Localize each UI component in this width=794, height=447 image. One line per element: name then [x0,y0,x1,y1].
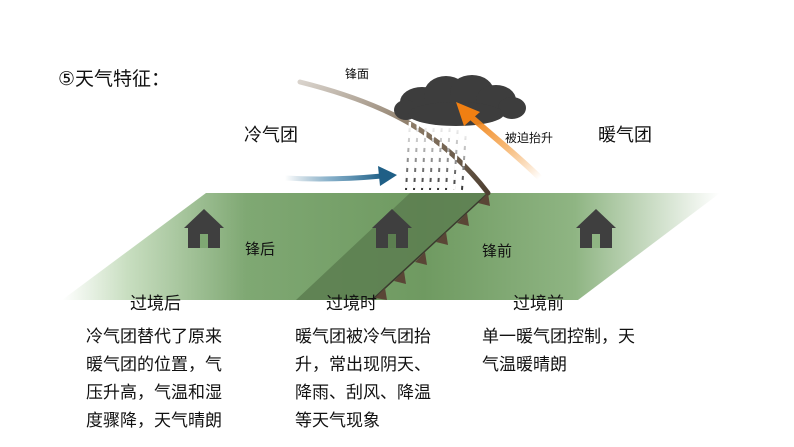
front-label: 锋面 [345,67,370,81]
rain-dash-mask [404,121,468,191]
stage-description-during: 暖气团被冷气团抬 升，常出现阴天、 降雨、刮风、降温 等天气现象 [295,323,431,435]
storm-cloud-icon [394,75,526,126]
description-line: 降雨、刮风、降温 [295,383,431,403]
description-line: 度骤降，天气晴朗 [86,411,222,431]
description-line: 升，常出现阴天、 [295,355,431,375]
description-line: 气温暖晴朗 [482,355,567,375]
cold-air-mass-label: 冷气团 [244,125,298,146]
ground-front-line [371,192,489,301]
description-line: 冷气团替代了原来 [86,327,222,347]
stage-description-before: 单一暖气团控制，天 气温暖晴朗 [482,323,635,379]
description-line: 暖气团被冷气团抬 [295,327,431,347]
description-line: 单一暖气团控制，天 [482,327,635,347]
behind-front-label: 锋后 [245,240,276,258]
warm-air-arrow-icon [456,102,543,181]
stage-description-after: 冷气团替代了原来 暖气团的位置，气 压升高，气温和湿 度骤降，天气晴朗 [86,323,222,435]
warm-air-mass-label: 暖气团 [598,125,652,146]
stage-title-before: 过境前 [513,294,564,314]
stage-title-during: 过境时 [326,294,377,314]
front-surface-line [297,79,491,196]
house-icon [576,209,616,248]
house-icon [184,209,224,248]
description-line: 等天气现象 [295,411,380,431]
stage-title-after: 过境后 [130,294,181,314]
front-triangles [375,193,490,300]
description-line: 暖气团的位置，气 [86,355,222,375]
cold-air-arrow-icon [284,166,397,186]
house-icon [372,209,412,248]
section-title: ⑤天气特征： [58,68,171,90]
ahead-front-label: 锋前 [482,242,513,260]
description-line: 压升高，气温和湿 [86,383,222,403]
lifted-label: 被迫抬升 [505,131,554,145]
